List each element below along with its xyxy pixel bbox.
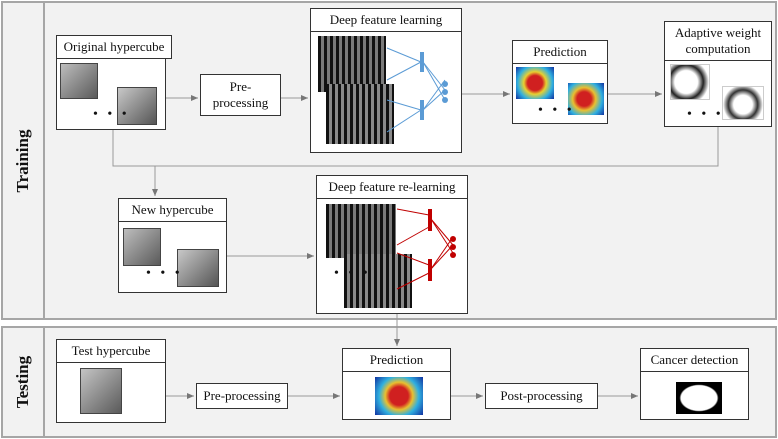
hypercube-image — [80, 368, 122, 414]
blue-network-icon — [386, 47, 448, 133]
hypercube-image — [117, 87, 157, 125]
test-pre-processing-box: Pre-processing — [196, 383, 288, 409]
ellipsis: • • • — [538, 103, 575, 118]
red-network-icon — [396, 208, 456, 290]
test-hypercube-label: Test hypercube — [56, 339, 166, 363]
test-prediction-heatmap — [375, 377, 423, 415]
deep-feature-learning-label: Deep feature learning — [310, 8, 462, 32]
pre-processing-line-1: Pre- — [229, 79, 252, 94]
prediction-heatmap — [516, 67, 554, 99]
new-hypercube-label: New hypercube — [118, 198, 227, 222]
feature-stack-image — [326, 204, 396, 258]
adaptive-weight-line-2: computation — [685, 41, 751, 56]
testing-label-bar: Testing — [3, 328, 45, 436]
ellipsis: • • • — [334, 266, 371, 281]
adaptive-weight-label: Adaptive weight computation — [664, 21, 772, 61]
pre-processing-box: Pre- processing — [200, 74, 281, 116]
adaptive-weight-line-1: Adaptive weight — [674, 25, 762, 40]
feature-stack-image — [326, 84, 394, 144]
test-prediction-label: Prediction — [342, 348, 451, 372]
deep-feature-relearning-label: Deep feature re-learning — [316, 175, 468, 199]
weight-map-image — [722, 86, 764, 120]
original-hypercube-label: Original hypercube — [56, 35, 172, 59]
ellipsis: • • • — [687, 107, 724, 122]
cancer-detection-label: Cancer detection — [640, 348, 749, 372]
hypercube-image — [177, 249, 219, 287]
weight-map-image — [670, 64, 710, 100]
cancer-mask-image — [676, 382, 722, 414]
ellipsis: • • • — [146, 266, 183, 281]
prediction-heatmap — [568, 83, 604, 115]
hypercube-image — [60, 63, 98, 99]
training-label-bar: Training — [3, 3, 45, 318]
hypercube-image — [123, 228, 161, 266]
feature-stack-image — [344, 254, 412, 308]
feature-stack-image — [318, 36, 386, 92]
prediction-label: Prediction — [512, 40, 608, 64]
ellipsis: • • • — [93, 107, 130, 122]
post-processing-box: Post-processing — [485, 383, 598, 409]
pre-processing-line-2: processing — [212, 95, 269, 110]
